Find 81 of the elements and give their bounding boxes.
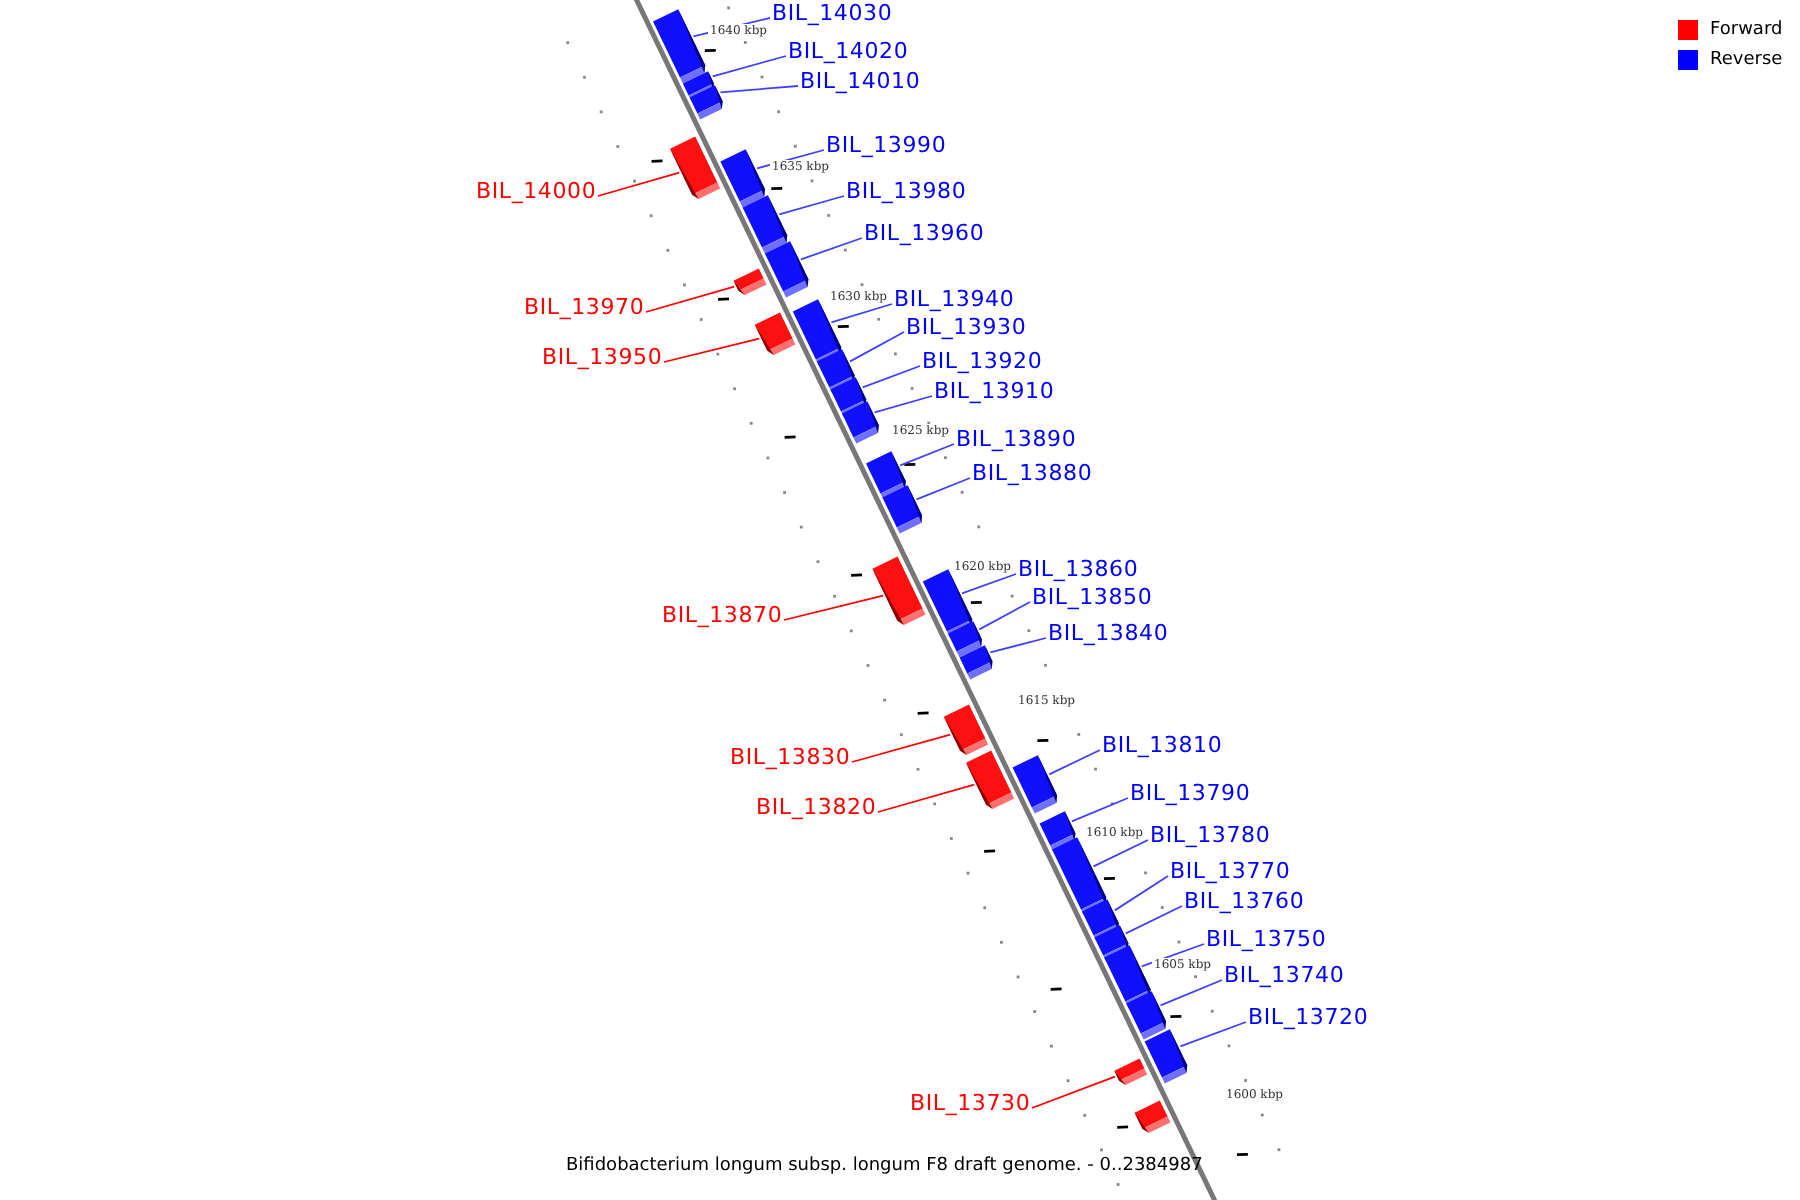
- gene-block: [948, 621, 982, 658]
- gene-block: [1012, 755, 1057, 814]
- gene-label: BIL_13940: [894, 288, 1015, 312]
- gene-block: [966, 750, 1015, 809]
- leader-line: [861, 365, 921, 389]
- caption: Bifidobacterium longum subsp. longum F8 draft genome. - 0..2384987: [566, 1156, 1203, 1178]
- leader-line: [830, 303, 893, 324]
- gene-label: BIL_13740: [1224, 964, 1345, 988]
- gene-label: BIL_13990: [826, 134, 947, 158]
- gene-label: BIL_14020: [788, 40, 909, 64]
- gene-block: [1144, 1029, 1188, 1084]
- gene-label: BIL_13920: [922, 350, 1043, 374]
- legend-label: Reverse: [1710, 49, 1783, 71]
- leader-line: [961, 573, 1017, 595]
- gene-label: BIL_14030: [772, 2, 893, 26]
- gene-block: [1134, 1100, 1171, 1133]
- gene-label: BIL_13980: [846, 180, 967, 204]
- leader-line: [849, 331, 905, 363]
- gene-label: BIL_13760: [1184, 890, 1305, 914]
- leader-line: [1159, 979, 1223, 1007]
- gene-label: BIL_13850: [1032, 586, 1153, 610]
- leader-line: [873, 395, 933, 414]
- gene-block: [1114, 1058, 1148, 1085]
- leader-line: [711, 55, 787, 78]
- gene-block: [689, 85, 723, 120]
- gene-block: [764, 241, 809, 298]
- gene-block: [872, 556, 926, 625]
- gene-block: [733, 268, 767, 295]
- gene-block: [943, 704, 989, 755]
- leader-line: [851, 733, 951, 763]
- gene-label: BIL_13770: [1170, 860, 1291, 884]
- leader-line: [1092, 839, 1149, 868]
- gene-label: BIL_13820: [756, 796, 877, 820]
- gene-label: BIL_13960: [864, 222, 985, 246]
- leader-line: [597, 171, 681, 197]
- leader-line: [800, 237, 863, 261]
- leader-line: [1113, 875, 1169, 912]
- leader-line: [1070, 797, 1129, 823]
- gene-block: [959, 645, 993, 680]
- leader-line: [663, 337, 761, 363]
- leader-line: [1179, 1021, 1247, 1048]
- gene-label: BIL_13720: [1248, 1006, 1369, 1030]
- gene-label: BIL_13950: [542, 346, 663, 370]
- gene-label: BIL_13970: [524, 296, 645, 320]
- gene-label: BIL_13890: [956, 428, 1077, 452]
- leader-line: [1048, 749, 1101, 776]
- gene-label: BIL_13910: [934, 380, 1055, 404]
- gene-label: BIL_13750: [1206, 928, 1327, 952]
- gene-label: BIL_13790: [1130, 782, 1251, 806]
- gene-block: [653, 9, 706, 84]
- gene-block: [1126, 991, 1166, 1040]
- gene-block: [670, 136, 721, 199]
- gene-block: [866, 451, 906, 500]
- gene-label: BIL_13830: [730, 746, 851, 770]
- leader-line: [719, 85, 799, 94]
- leader-line: [915, 477, 971, 501]
- gene-block: [842, 401, 879, 444]
- gene-label: BIL_14000: [476, 180, 597, 204]
- leader-line: [877, 783, 976, 813]
- gene-block: [742, 195, 788, 254]
- gene-label: BIL_13840: [1048, 622, 1169, 646]
- leader-line: [989, 637, 1047, 654]
- leader-line: [1031, 1075, 1116, 1109]
- gene-block: [754, 312, 796, 355]
- gene-block: [882, 485, 922, 534]
- gene-label: BIL_13860: [1018, 558, 1139, 582]
- legend-label: Forward: [1710, 19, 1783, 41]
- gene-label: BIL_13930: [906, 316, 1027, 340]
- leader-line: [783, 594, 884, 621]
- leader-line: [899, 443, 955, 467]
- gene-block: [720, 149, 765, 208]
- gene-label: BIL_13880: [972, 462, 1093, 486]
- gene-label: BIL_14010: [800, 70, 921, 94]
- gene-label: BIL_13810: [1102, 734, 1223, 758]
- leader-line: [1124, 905, 1183, 935]
- gene-label: BIL_13780: [1150, 824, 1271, 848]
- leader-line: [778, 195, 845, 216]
- gene-label: BIL_13870: [662, 604, 783, 628]
- gene-label: BIL_13730: [910, 1092, 1031, 1116]
- leader-line: [978, 601, 1031, 631]
- leader-line: [645, 285, 736, 313]
